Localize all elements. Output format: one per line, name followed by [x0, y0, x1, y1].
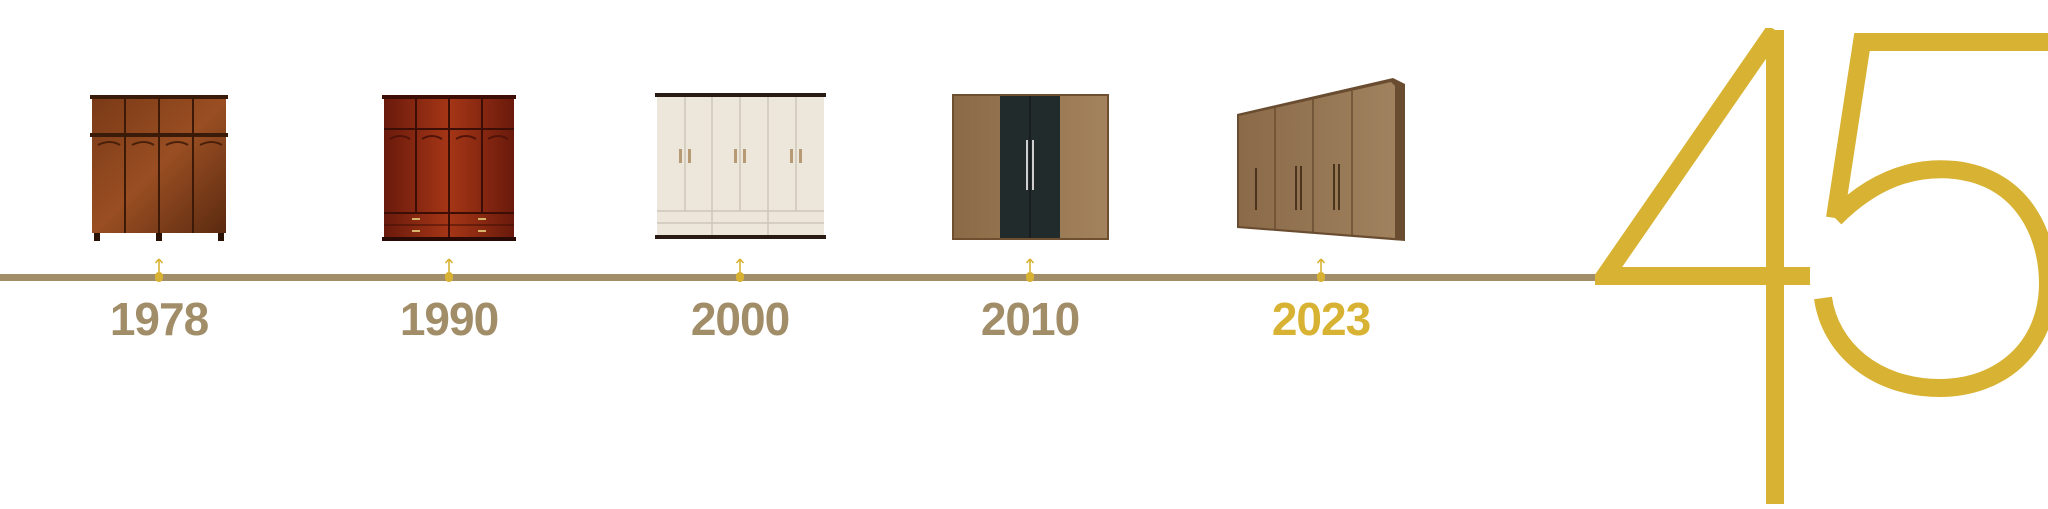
- wardrobe-2010-image: [952, 94, 1109, 240]
- timeline-marker-2010: [1023, 258, 1037, 284]
- year-label-1978: 1978: [109, 293, 209, 345]
- timeline-marker-1978: [152, 258, 166, 284]
- wardrobe-2023-image: [1237, 78, 1407, 243]
- anniversary-number-45: [1587, 24, 2048, 504]
- year-label-1990: 1990: [399, 293, 499, 345]
- timeline-marker-2000: [733, 258, 747, 284]
- timeline-marker-2023: [1314, 258, 1328, 284]
- timeline-marker-1990: [442, 258, 456, 284]
- wardrobe-1978-image: [90, 95, 228, 243]
- wardrobe-1990-image: [382, 95, 516, 241]
- year-label-2023: 2023: [1271, 293, 1371, 345]
- wardrobe-2000-image: [655, 93, 826, 239]
- timeline-line: [0, 274, 1600, 281]
- year-label-2000: 2000: [690, 293, 790, 345]
- year-label-2010: 2010: [980, 293, 1080, 345]
